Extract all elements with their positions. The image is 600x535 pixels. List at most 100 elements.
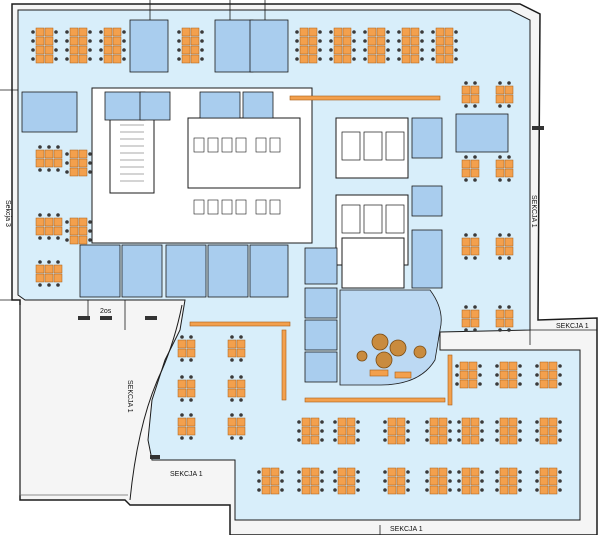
- chair: [320, 479, 324, 483]
- chair: [473, 155, 477, 159]
- desk: [69, 54, 79, 64]
- desk: [387, 485, 397, 495]
- chair: [363, 30, 367, 34]
- desk: [78, 217, 88, 227]
- chair: [352, 48, 356, 52]
- desk: [387, 417, 397, 427]
- desk: [504, 85, 514, 95]
- chair: [65, 39, 69, 43]
- desk: [504, 246, 514, 256]
- desk: [396, 417, 406, 427]
- chair: [535, 429, 539, 433]
- desk: [461, 168, 471, 178]
- chair: [518, 479, 522, 483]
- desk: [410, 36, 420, 46]
- desk: [461, 485, 471, 495]
- desk: [69, 235, 79, 245]
- desk: [177, 379, 187, 389]
- chair: [54, 39, 58, 43]
- desk: [470, 309, 480, 319]
- chair: [495, 488, 499, 492]
- chair: [478, 364, 482, 368]
- desk: [470, 426, 480, 436]
- sekcja-3-label: Sekcja 3: [4, 200, 11, 227]
- desk: [186, 426, 196, 436]
- chair: [425, 479, 429, 483]
- chair: [507, 155, 511, 159]
- chair: [329, 30, 333, 34]
- desk: [342, 45, 352, 55]
- chair: [47, 283, 51, 287]
- chair: [54, 57, 58, 61]
- chair: [200, 57, 204, 61]
- chair: [480, 429, 484, 433]
- chair: [88, 238, 92, 242]
- desk: [470, 94, 480, 104]
- desk: [548, 435, 558, 445]
- desk: [190, 27, 200, 37]
- chair: [425, 470, 429, 474]
- chair: [473, 328, 477, 332]
- chair: [478, 382, 482, 386]
- chair: [498, 155, 502, 159]
- chair: [352, 57, 356, 61]
- sekcja-1-right-label: SEKCJA 1: [530, 195, 537, 228]
- chair: [397, 48, 401, 52]
- desk: [499, 426, 509, 436]
- chair: [239, 398, 243, 402]
- chair: [473, 178, 477, 182]
- chair: [518, 470, 522, 474]
- chair: [122, 39, 126, 43]
- chair: [177, 39, 181, 43]
- desk: [301, 485, 311, 495]
- chair: [498, 256, 502, 260]
- desk: [387, 426, 397, 436]
- chair: [495, 479, 499, 483]
- chair: [420, 30, 424, 34]
- chair: [448, 488, 452, 492]
- desk: [367, 54, 377, 64]
- desk: [508, 370, 518, 380]
- desk: [299, 36, 309, 46]
- chair: [518, 438, 522, 442]
- desk: [103, 36, 113, 46]
- chair: [464, 155, 468, 159]
- desk: [429, 426, 439, 436]
- chair: [320, 438, 324, 442]
- chair: [507, 233, 511, 237]
- desk: [438, 467, 448, 477]
- desk: [346, 476, 356, 486]
- chair: [200, 48, 204, 52]
- desk: [401, 54, 411, 64]
- chair: [320, 470, 324, 474]
- desk: [181, 54, 191, 64]
- desk: [461, 476, 471, 486]
- desk: [429, 435, 439, 445]
- chair: [406, 420, 410, 424]
- desk: [44, 36, 54, 46]
- desk: [69, 167, 79, 177]
- chair: [65, 30, 69, 34]
- desk: [444, 36, 454, 46]
- desk: [342, 36, 352, 46]
- chair: [99, 48, 103, 52]
- desk: [499, 485, 509, 495]
- desk: [539, 361, 549, 371]
- chair: [507, 256, 511, 260]
- desk: [310, 467, 320, 477]
- chair: [420, 39, 424, 43]
- desk: [459, 370, 469, 380]
- desk: [301, 417, 311, 427]
- chair: [464, 81, 468, 85]
- desk: [308, 36, 318, 46]
- chair: [431, 30, 435, 34]
- desk: [539, 435, 549, 445]
- desk: [461, 94, 471, 104]
- desk: [44, 149, 54, 159]
- chair: [386, 39, 390, 43]
- chair: [558, 420, 562, 424]
- desk: [508, 476, 518, 486]
- chair: [448, 470, 452, 474]
- chair: [230, 413, 234, 417]
